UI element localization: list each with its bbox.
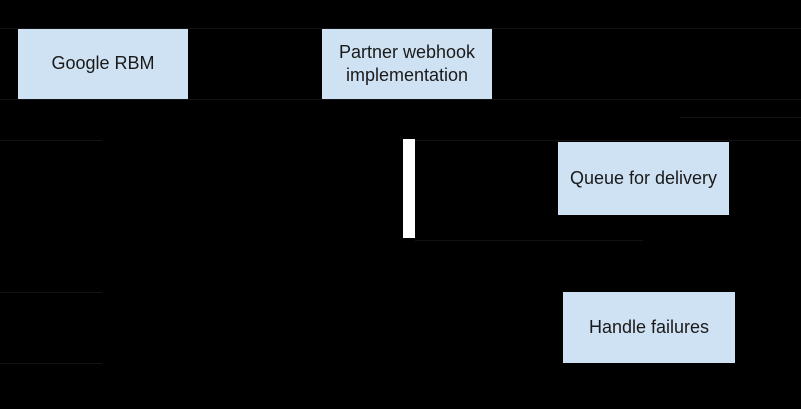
node-partner-webhook-implementation-label: Partner webhook implementation: [338, 41, 476, 85]
node-queue-for-delivery-label: Queue for delivery: [569, 167, 718, 188]
activation-bottom-guide-line: [415, 240, 643, 241]
row1-right-guide-line: [415, 140, 801, 141]
node-google-rbm: Google RBM: [18, 29, 188, 99]
right-guide-line: [680, 117, 801, 118]
partner-activation-bar: [403, 139, 415, 238]
node-queue-for-delivery: Queue for delivery: [558, 142, 729, 215]
node-partner-webhook-implementation: Partner webhook implementation: [322, 29, 492, 99]
row2-left-top-guide-line: [0, 292, 102, 293]
node-google-rbm-label: Google RBM: [51, 53, 155, 74]
header-row-bottom-line: [0, 99, 801, 100]
node-handle-failures: Handle failures: [563, 292, 735, 363]
node-handle-failures-label: Handle failures: [588, 316, 710, 337]
row1-left-guide-line: [0, 140, 102, 141]
row2-left-bottom-guide-line: [0, 363, 102, 364]
header-row-top-line: [0, 28, 801, 29]
